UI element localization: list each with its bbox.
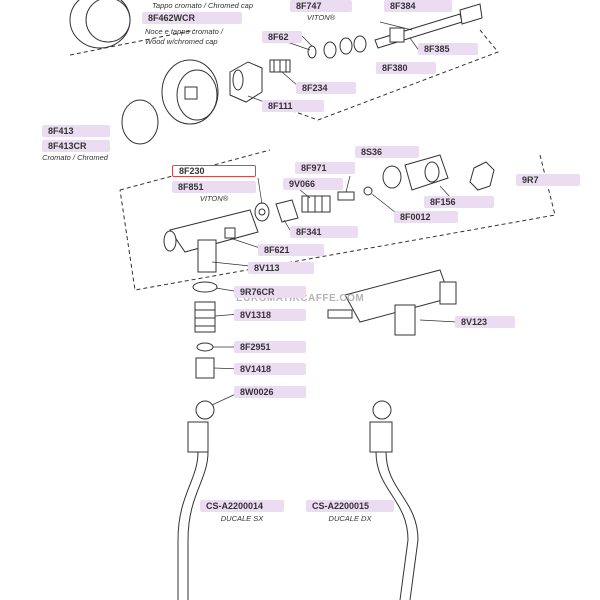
part-label[interactable]: 8F971 (295, 162, 355, 174)
part-label[interactable]: 8F156 (424, 196, 494, 208)
part-label[interactable]: 8V123 (455, 316, 515, 328)
part-label[interactable]: 8F384 (384, 0, 452, 12)
ring-8f230 (255, 203, 269, 221)
pin-8f971 (338, 192, 354, 200)
part-label[interactable]: CS-A2200014 (200, 500, 284, 512)
part-label[interactable]: 9R76CR (234, 286, 306, 298)
part-label[interactable]: 8F62 (262, 31, 302, 43)
ring-9r76cr (193, 282, 217, 292)
nut-9r7 (470, 162, 494, 190)
part-label[interactable]: 8F0012 (394, 211, 458, 223)
disc-8f413 (122, 100, 158, 144)
valve-body-8f621 (164, 210, 258, 272)
note-ducale-sx: DUCALE SX (220, 514, 264, 523)
part-label[interactable]: 8F385 (418, 43, 478, 55)
spring-8f234 (270, 60, 290, 72)
part-label[interactable]: 8F621 (258, 244, 324, 256)
ball-8w0026 (196, 401, 214, 419)
part-label[interactable]: 8F2951 (234, 341, 306, 353)
nut-8f341 (276, 200, 298, 222)
ball-8f0012 (364, 187, 372, 195)
spindle-8f385 (375, 4, 482, 48)
part-label-selected[interactable]: 8F230 (172, 165, 256, 177)
spring-8v1318 (195, 302, 215, 332)
part-label[interactable]: 8F380 (376, 62, 436, 74)
knob-wood-cap (162, 60, 218, 124)
tube-ducale-sx (178, 422, 208, 600)
note-viton-8f851: VITON® (199, 194, 229, 203)
part-label[interactable]: 8F462WCR (142, 12, 242, 24)
note-viton-8f747: VITON® (306, 13, 336, 22)
tube-ducale-dx (370, 401, 418, 600)
note-noce-tappo: Noce e tappo cromato / (145, 27, 223, 36)
part-label[interactable]: 9R7 (516, 174, 580, 186)
part-label[interactable]: 8V1418 (234, 363, 306, 375)
part-label[interactable]: 8V113 (248, 262, 314, 274)
fitting-8f156 (405, 155, 448, 190)
valve-body-8v123 (328, 270, 456, 335)
part-label[interactable]: 8V1318 (234, 309, 306, 321)
washers-8f62 (308, 36, 366, 58)
nut-8f111 (230, 62, 262, 102)
dashed-frame-top (70, 30, 498, 120)
part-label[interactable]: 9V066 (283, 178, 343, 190)
washer-8f2951 (197, 343, 213, 351)
watermark: EUROMATIKCAFFE.COM (236, 293, 365, 304)
knob-chromed-cap (70, 0, 130, 48)
part-label[interactable]: 8F413 (42, 125, 110, 137)
spring-9v066 (302, 196, 330, 212)
part-label[interactable]: 8F234 (296, 82, 356, 94)
note-wood-cap: Wood w/chromed cap (145, 37, 218, 46)
part-label[interactable]: 8W0026 (234, 386, 306, 398)
note-ducale-dx: DUCALE DX (328, 514, 372, 523)
part-label[interactable]: 8F747 (290, 0, 352, 12)
washer-8s36 (383, 166, 401, 188)
part-label[interactable]: 8F851 (172, 181, 256, 193)
part-label[interactable]: 8S36 (355, 146, 419, 158)
note-cromato-chromed: Cromato / Chromed (42, 153, 108, 162)
part-label[interactable]: CS-A2200015 (306, 500, 394, 512)
note-tappo-cromato: Tappo cromato / Chromed cap (152, 1, 254, 10)
part-label[interactable]: 8F413CR (42, 140, 110, 152)
part-label[interactable]: 8F111 (262, 100, 324, 112)
plug-8v1418 (196, 358, 214, 378)
part-label[interactable]: 8F341 (290, 226, 358, 238)
